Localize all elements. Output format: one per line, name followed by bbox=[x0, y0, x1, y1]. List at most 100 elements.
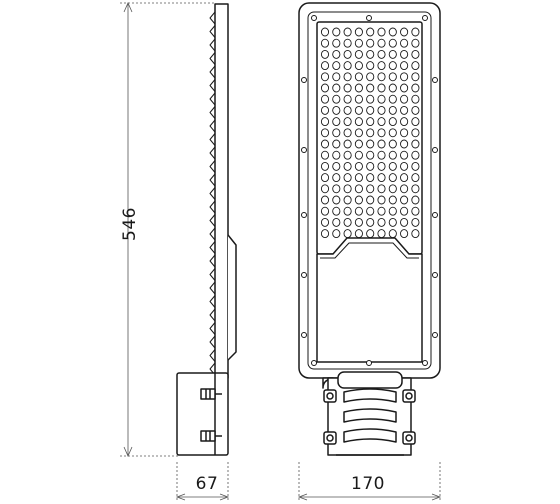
led bbox=[411, 27, 420, 37]
led bbox=[411, 94, 420, 104]
led bbox=[343, 27, 352, 37]
led bbox=[354, 94, 363, 104]
led bbox=[400, 184, 409, 194]
led bbox=[388, 61, 397, 71]
led bbox=[354, 61, 363, 71]
bolt-upper bbox=[200, 388, 222, 400]
led bbox=[411, 61, 420, 71]
led bbox=[320, 117, 330, 127]
led bbox=[332, 217, 341, 227]
led bbox=[320, 229, 330, 239]
led bbox=[343, 173, 352, 183]
led bbox=[388, 94, 397, 104]
led bbox=[354, 49, 363, 59]
led-array bbox=[320, 27, 420, 239]
led bbox=[354, 206, 363, 216]
bolt-lower bbox=[200, 430, 222, 442]
led bbox=[400, 117, 409, 127]
led bbox=[332, 61, 341, 71]
led bbox=[354, 38, 363, 48]
led bbox=[320, 49, 330, 59]
housing-screws bbox=[301, 15, 438, 366]
led bbox=[320, 217, 330, 227]
led bbox=[343, 94, 352, 104]
led bbox=[377, 27, 386, 37]
led bbox=[388, 217, 397, 227]
led bbox=[332, 139, 341, 149]
led bbox=[366, 49, 375, 59]
led bbox=[332, 173, 341, 183]
led bbox=[354, 217, 363, 227]
led bbox=[377, 206, 386, 216]
led bbox=[332, 105, 341, 115]
led bbox=[377, 128, 386, 138]
led bbox=[320, 61, 330, 71]
led bbox=[366, 229, 375, 239]
mounting-bracket bbox=[322, 371, 416, 456]
led bbox=[332, 83, 341, 93]
led bbox=[332, 117, 341, 127]
led bbox=[411, 184, 420, 194]
led bbox=[377, 150, 386, 160]
depth-dimension-label: 67 bbox=[195, 474, 219, 494]
led bbox=[411, 49, 420, 59]
led bbox=[411, 161, 420, 171]
led bbox=[366, 83, 375, 93]
led bbox=[388, 195, 397, 205]
led bbox=[354, 139, 363, 149]
led bbox=[343, 105, 352, 115]
led bbox=[400, 173, 409, 183]
led bbox=[377, 229, 386, 239]
led bbox=[388, 206, 397, 216]
led bbox=[366, 27, 375, 37]
led bbox=[400, 83, 409, 93]
led bbox=[377, 161, 386, 171]
led bbox=[320, 184, 330, 194]
led bbox=[332, 229, 341, 239]
led bbox=[388, 161, 397, 171]
led bbox=[411, 72, 420, 82]
led bbox=[366, 161, 375, 171]
led bbox=[388, 184, 397, 194]
led bbox=[400, 105, 409, 115]
led bbox=[343, 150, 352, 160]
led bbox=[400, 128, 409, 138]
led bbox=[388, 173, 397, 183]
led bbox=[343, 128, 352, 138]
led bbox=[320, 105, 330, 115]
led bbox=[366, 117, 375, 127]
led bbox=[388, 229, 397, 239]
led bbox=[411, 128, 420, 138]
led bbox=[366, 128, 375, 138]
led bbox=[388, 83, 397, 93]
led bbox=[377, 217, 386, 227]
led bbox=[320, 173, 330, 183]
led bbox=[366, 72, 375, 82]
led bbox=[377, 72, 386, 82]
led bbox=[388, 117, 397, 127]
led bbox=[400, 139, 409, 149]
led bbox=[366, 105, 375, 115]
led bbox=[366, 150, 375, 160]
led bbox=[332, 128, 341, 138]
led bbox=[411, 229, 420, 239]
led bbox=[411, 195, 420, 205]
led bbox=[354, 105, 363, 115]
led bbox=[343, 195, 352, 205]
led bbox=[377, 61, 386, 71]
led bbox=[400, 27, 409, 37]
led bbox=[388, 128, 397, 138]
led bbox=[343, 184, 352, 194]
led bbox=[388, 139, 397, 149]
led bbox=[343, 83, 352, 93]
led bbox=[354, 117, 363, 127]
led bbox=[320, 72, 330, 82]
led bbox=[343, 161, 352, 171]
led bbox=[400, 94, 409, 104]
led bbox=[354, 128, 363, 138]
led bbox=[354, 184, 363, 194]
led bbox=[332, 27, 341, 37]
led bbox=[320, 83, 330, 93]
led bbox=[343, 38, 352, 48]
